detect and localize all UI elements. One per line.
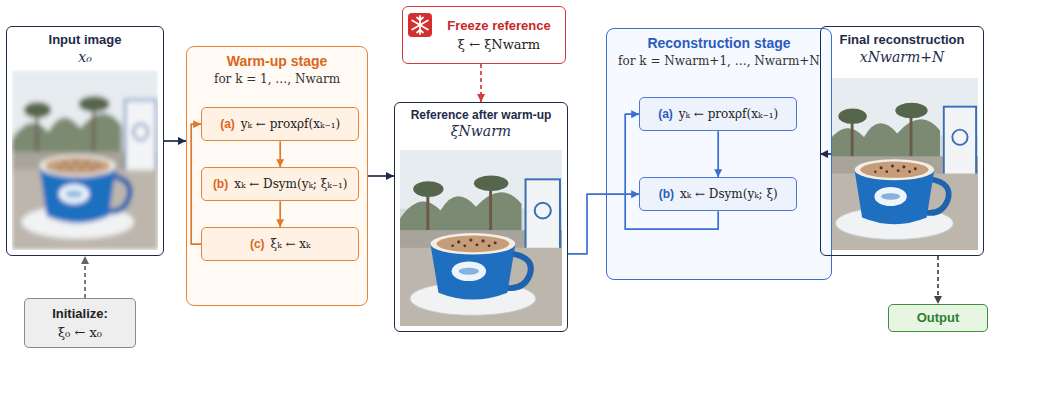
panel-title: Input image [49, 32, 122, 48]
step-arrow [717, 131, 719, 177]
box-title: Output [917, 310, 960, 326]
node-fill [639, 97, 797, 131]
step-label: (b) [213, 177, 228, 191]
formula: xₖ ← Dsym(yₖ; ξₖ₋₁) [234, 177, 347, 191]
output-arrow [937, 256, 939, 304]
freeze-arrow [480, 64, 482, 102]
init-box: Initialize: ξ₀ ← x₀ [24, 298, 136, 348]
step-arrow [279, 201, 281, 227]
freeze-box: Freeze reference ξ ← ξNwarm [402, 6, 566, 64]
formula: yₖ ← proxρf(xₖ₋₁) [241, 117, 340, 131]
node-fill [639, 177, 797, 211]
flow-arrow [164, 140, 186, 142]
loop-arrow [625, 114, 718, 229]
stage-box: Reconstruction stage for k = Nwarm+1, …, … [606, 28, 832, 280]
node-fill [186, 46, 368, 306]
loop-range: for k = Nwarm+1, …, Nwarm+N [618, 54, 820, 68]
step-label: (a) [658, 107, 673, 121]
math-symbol: ξNwarm [451, 123, 511, 140]
restored-photo [826, 78, 978, 250]
step-label: (c) [250, 237, 265, 251]
loop-arrow [191, 124, 201, 244]
stage-title: Warm-up stage [227, 53, 328, 70]
step-box: (a) yₖ ← proxρf(xₖ₋₁) [201, 107, 359, 141]
init-arrow [84, 256, 86, 298]
math-symbol: x₀ [78, 49, 92, 66]
step-box: (a) yₖ ← proxρf(xₖ₋₁) [639, 97, 797, 131]
panel-title: Reference after warm-up [411, 108, 552, 122]
box-title: Initialize: [52, 306, 108, 322]
image-panel: Reference after warm-upξNwarm [394, 102, 568, 332]
blurred-photo [12, 70, 158, 250]
formula: ξ ← ξNwarm [458, 37, 540, 53]
node-fill [201, 167, 359, 201]
box-title: Freeze reference [447, 18, 550, 34]
image-panel: Final reconstructionxNwarm+N [820, 26, 984, 256]
formula: ξₖ ← xₖ [271, 237, 311, 251]
formula: xₖ ← Dsym(yₖ; ξ) [680, 187, 778, 201]
connectors [85, 64, 938, 304]
node-fill [606, 28, 832, 280]
panel-title: Final reconstruction [840, 32, 965, 48]
node-fill [24, 298, 136, 348]
step-box: (b) xₖ ← Dsym(yₖ; ξ) [639, 177, 797, 211]
step-box: (b) xₖ ← Dsym(yₖ; ξₖ₋₁) [201, 167, 359, 201]
node-fills [24, 28, 988, 348]
step-box: (c) ξₖ ← xₖ [201, 227, 359, 261]
flow-arrow [368, 175, 394, 177]
node-fill [888, 304, 988, 332]
flow-arrow [820, 153, 832, 155]
reference-arrow [568, 194, 639, 254]
node-fill [201, 227, 359, 261]
image-panel: Input imagex₀ [6, 26, 164, 256]
node-fill [201, 107, 359, 141]
stage-title: Reconstruction stage [647, 35, 790, 52]
step-arrow [279, 141, 281, 167]
loop-range: for k = 1, …, Nwarm [214, 72, 340, 86]
formula: ξ₀ ← x₀ [58, 325, 102, 341]
stage-box: Warm-up stage for k = 1, …, Nwarm (a) yₖ ← … [186, 46, 368, 306]
formula: yₖ ← proxρf(xₖ₋₁) [679, 107, 778, 121]
reference-photo [400, 150, 562, 326]
math-symbol: xNwarm+N [860, 49, 944, 66]
output-box: Output [888, 304, 988, 332]
step-label: (a) [220, 117, 235, 131]
snowflake-icon [408, 13, 432, 37]
step-label: (b) [659, 187, 674, 201]
